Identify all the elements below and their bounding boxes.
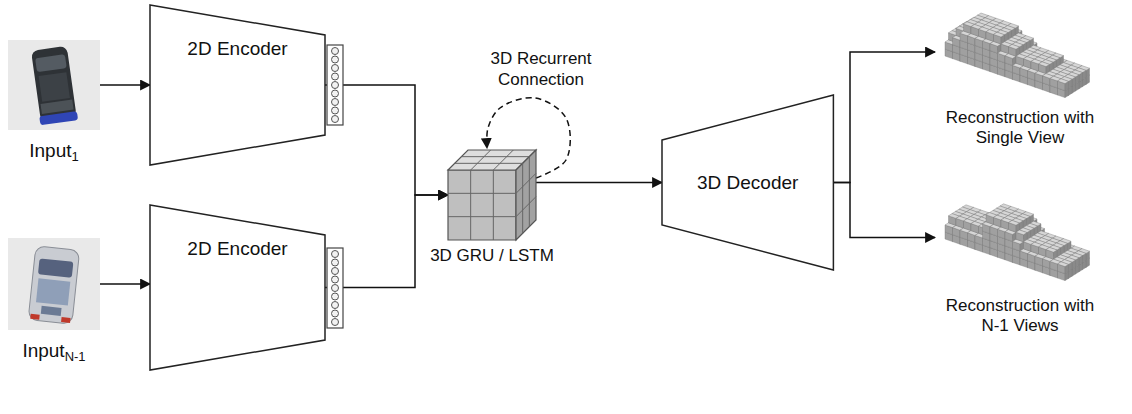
voxel-face [994,32,1005,37]
car-window [41,100,74,114]
trapezoid [662,95,833,270]
image-ground [8,238,100,330]
cube-grid [470,170,471,240]
image-ground [8,40,100,130]
cube-faces [448,150,536,240]
car-body [28,246,79,324]
input-subscript: N-1 [65,349,86,364]
input-image: InputN-1 [8,238,100,330]
connector-arrow [833,183,935,238]
voxel-output: Reconstruction with Single View [935,2,1105,102]
cube-grid [516,173,536,193]
input-label: Input [22,340,64,361]
trapezoid-outline [150,5,325,165]
caption-box: 3D GRU / LSTM [407,246,577,266]
input-image: Input1 [8,40,100,130]
car1-picture [8,40,100,130]
car-light [30,314,39,320]
car-bumper [39,111,78,125]
connector-arrow [100,283,150,285]
car-window [38,258,73,277]
block-label: 2D Encoder [187,38,287,60]
cube-grid [461,156,529,157]
feature-vector [327,248,343,328]
caption-text: 3D GRU / LSTM [407,246,577,266]
car-light [61,317,70,323]
connector-arrow [100,84,150,86]
car-roof [36,278,70,305]
cube-grid [455,163,523,164]
cube-grid [522,163,523,233]
trapezoid-outline [150,205,325,370]
car-window [41,306,62,316]
voxel-face [1009,44,1020,49]
trapezoid [150,5,325,165]
voxel-car [945,204,1090,281]
voxel-face [1058,79,1069,84]
cube-picture [448,150,536,240]
vox1-picture [935,2,1105,102]
cube-face [448,170,516,240]
car-roof [39,72,70,102]
feature-vector [327,45,343,125]
voxel-car [945,13,1090,98]
gru-cube: 3D GRU / LSTM [448,150,536,240]
car-top-view [30,46,78,126]
cube-grid [448,216,516,217]
caption-text: Reconstruction with Single View [945,108,1095,149]
caption-box: Input1 [0,140,109,165]
cube-grid [493,150,513,170]
cube-grid [448,193,516,194]
cube-grid [516,197,536,217]
input-subscript: 1 [72,149,79,164]
car2-picture [8,238,100,330]
voxel-output: Reconstruction with N-1 Views [935,185,1105,290]
trapezoid [150,205,325,370]
block-label: 2D Encoder [187,238,287,260]
block-label: 3D Decoder [697,172,798,194]
caption-box: InputN-1 [0,340,109,365]
encoder-trapezoid: 2D Encoder [150,205,325,370]
connector-arrow [833,52,935,183]
car-window [35,54,67,72]
encoder-trapezoid: 2D Encoder [150,5,325,165]
connector-arrow [536,182,662,184]
car-top-view [28,246,79,324]
input-label: Input [29,140,71,161]
voxel-face [1039,62,1050,67]
car-body [31,46,77,122]
cube-grid [471,150,491,170]
vox2-picture [935,185,1105,290]
decoder-trapezoid: 3D Decoder [662,95,833,270]
caption-box: Reconstruction with Single View [945,108,1095,149]
cube-grid [529,157,530,227]
cube-grid [493,170,494,240]
